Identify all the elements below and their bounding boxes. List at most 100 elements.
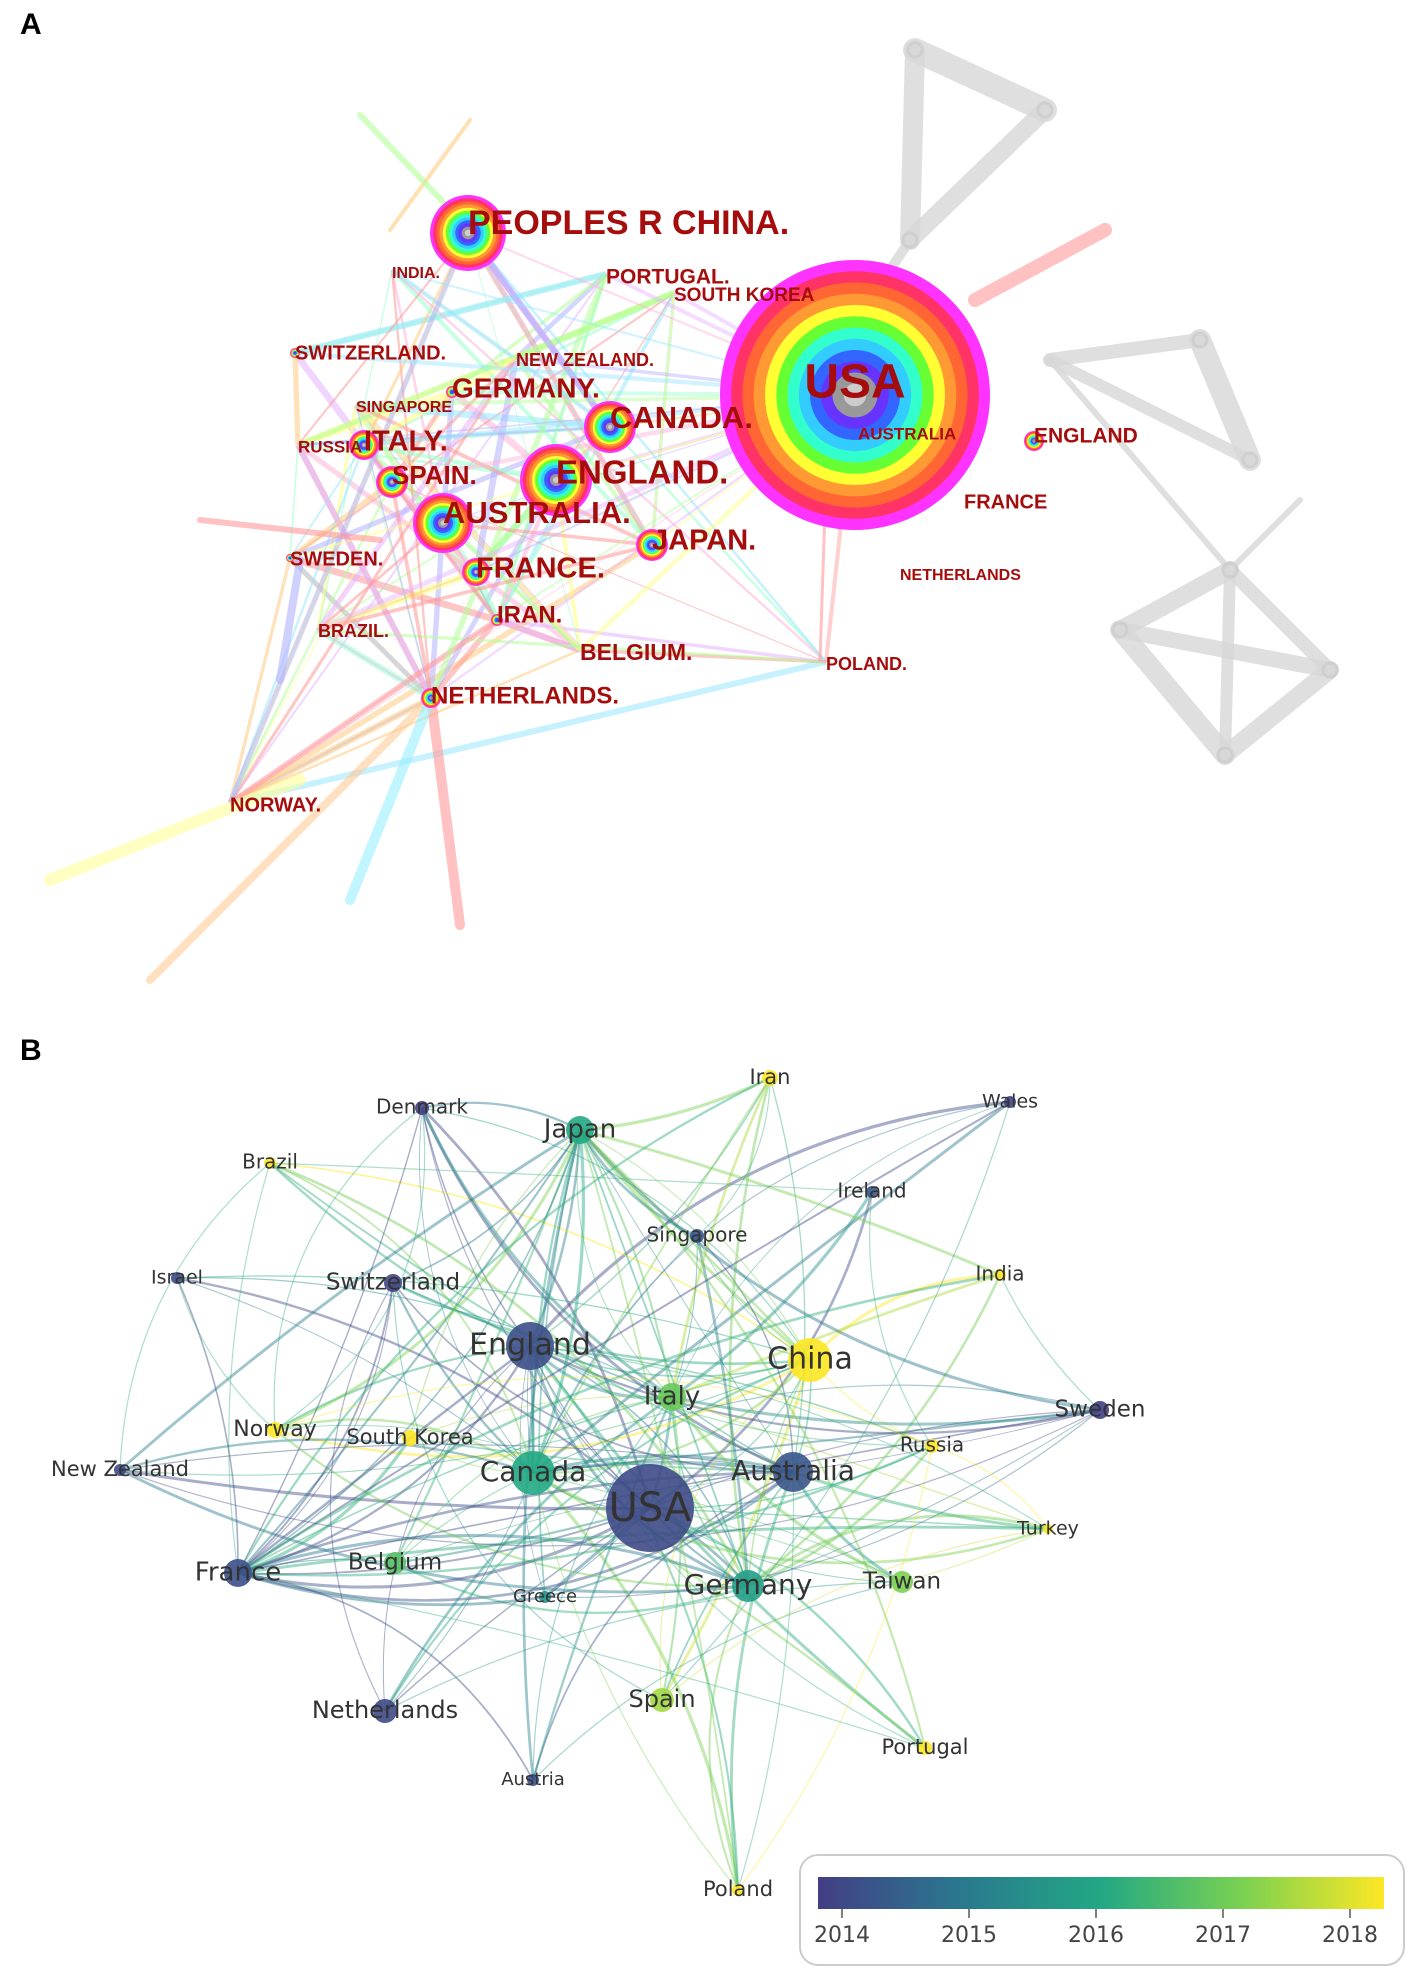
collab-edge — [274, 1358, 811, 1458]
label-wales: Wales — [982, 1091, 1038, 1113]
cooperation-edge — [465, 231, 613, 429]
gray-edge — [1223, 563, 1337, 677]
collab-edge — [237, 1571, 546, 1607]
collab-edge — [237, 1345, 531, 1575]
node-switzerland — [384, 1274, 402, 1292]
collab-edge — [579, 1128, 1001, 1277]
label-turkey: Turkey — [1016, 1518, 1079, 1540]
node-india — [994, 1269, 1006, 1281]
node-ring — [390, 480, 394, 484]
collab-edge — [237, 1282, 394, 1574]
collab-edge — [237, 1572, 534, 1781]
collab-edge — [392, 1282, 663, 1701]
label-iran: IRAN. — [497, 601, 562, 628]
node-ring — [474, 570, 478, 574]
collab-edge — [421, 1107, 811, 1361]
collab-edge — [649, 1507, 1049, 1530]
collab-edge — [529, 1345, 933, 1447]
collab-edge — [531, 1471, 740, 1891]
node-ring — [464, 229, 472, 237]
collab-edge — [274, 1376, 933, 1447]
node-canada — [511, 1451, 555, 1495]
label-austria: Austria — [501, 1769, 565, 1790]
cooperation-edge — [650, 292, 676, 546]
cooperation-edge — [227, 231, 471, 805]
collab-edge — [529, 1345, 749, 1587]
cooperation-edge — [317, 629, 432, 699]
gray-node — [1221, 561, 1239, 579]
collab-edge — [237, 1507, 651, 1575]
node-ring — [429, 696, 433, 700]
cooperation-edge — [496, 618, 827, 664]
collab-edge — [392, 1282, 794, 1473]
node-netherlands — [373, 1699, 397, 1723]
label-india: INDIA. — [392, 265, 440, 282]
cooperation-edge — [295, 443, 434, 700]
collab-edge — [237, 1572, 926, 1749]
node-taiwan — [891, 1571, 913, 1593]
collab-edge — [237, 1076, 771, 1574]
collab-edge — [119, 1438, 534, 1475]
node-spain — [376, 466, 408, 498]
node-greece — [539, 1591, 551, 1603]
label-japan: Japan — [542, 1115, 617, 1145]
gray-edge — [1189, 329, 1261, 471]
label-england: England — [469, 1328, 591, 1363]
node-usa — [606, 1464, 694, 1552]
label-belgium: BELGIUM. — [580, 639, 692, 665]
collab-edge — [671, 1101, 1011, 1398]
cooperation-edge — [228, 357, 518, 804]
collab-edge — [529, 1345, 1049, 1530]
cooperation-edge — [428, 618, 500, 700]
node-ring — [289, 557, 291, 559]
network-a-nodes — [286, 41, 1339, 764]
cooperation-edge — [315, 356, 519, 632]
node-switzerland — [290, 348, 300, 358]
cooperation-edge — [146, 694, 435, 984]
collab-edge — [661, 1528, 1049, 1701]
collab-edge — [661, 1471, 794, 1701]
node-italy — [658, 1383, 686, 1411]
collab-edge — [176, 1277, 534, 1474]
cooperation-edge — [317, 628, 827, 664]
colorbar-tick-label: 2017 — [1195, 1923, 1251, 1948]
collab-edge — [671, 1396, 1049, 1530]
gray-edge — [900, 40, 925, 250]
label-singapore: Singapore — [647, 1223, 748, 1247]
label-canada: CANADA. — [610, 400, 753, 435]
node-usa — [720, 260, 990, 530]
gray-edge — [1219, 564, 1236, 761]
label-southkorea: SOUTH KOREA — [674, 285, 815, 306]
cooperation-edge — [289, 292, 675, 559]
node-israel — [171, 1272, 183, 1284]
node-singapore — [690, 1229, 704, 1243]
gray-edge — [1227, 497, 1303, 573]
collab-edge — [747, 1409, 1101, 1587]
collab-edge — [391, 1282, 534, 1474]
collab-edge — [237, 1558, 396, 1574]
collab-edge — [529, 1077, 771, 1347]
collab-edge — [237, 1129, 581, 1574]
collab-edge — [576, 1129, 673, 1398]
cooperation-edge — [428, 272, 609, 700]
node-poland — [732, 1884, 744, 1896]
gray-edge — [1110, 620, 1235, 765]
collab-edge — [228, 1162, 271, 1574]
collab-edge — [119, 1468, 749, 1594]
cooperation-edge — [289, 444, 365, 559]
label-france: FRANCE. — [476, 553, 605, 585]
node-france — [462, 558, 490, 586]
collab-edge — [532, 1472, 926, 1749]
colorbar-frame — [799, 1854, 1405, 1966]
cooperation-edge — [355, 401, 611, 431]
node-australia — [773, 1452, 813, 1492]
collab-edge — [274, 1424, 651, 1509]
cooperation-edge — [44, 774, 306, 886]
collab-edge — [532, 1077, 771, 1474]
node-iran — [491, 614, 503, 626]
node-ireland — [866, 1186, 878, 1198]
collab-edge — [808, 1273, 1001, 1362]
label-netherlands2: NETHERLANDS — [900, 567, 1021, 584]
